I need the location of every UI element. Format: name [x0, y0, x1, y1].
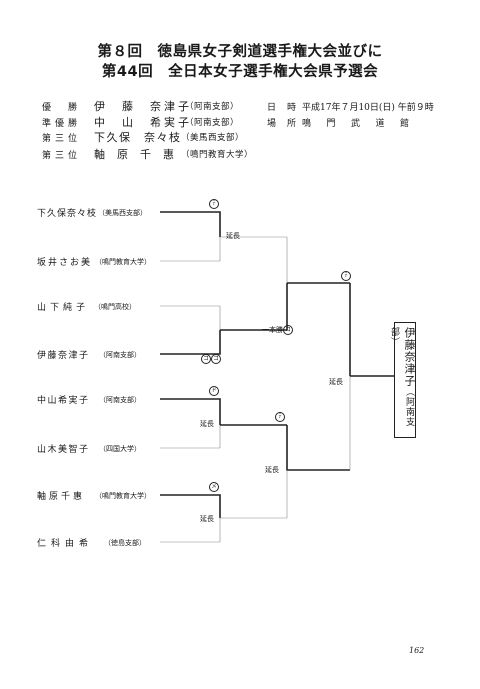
- place-value: 鳴門武道館: [302, 119, 425, 129]
- bracket-line: [160, 330, 221, 355]
- title-line-2: 第44回 全日本女子選手権大会県予選会: [101, 64, 379, 80]
- overtime-label: 延長: [200, 515, 214, 523]
- bracket-line: [160, 494, 221, 518]
- bracket-line: [160, 398, 221, 425]
- waza-mark: コ: [201, 354, 211, 364]
- player-affiliation: （徳島支部）: [104, 539, 146, 547]
- player-name: 仁科由希: [37, 539, 94, 549]
- bracket-line: [286, 425, 350, 471]
- date-value: 平成17年７月10日(日) 午前９時: [302, 103, 434, 113]
- player-affiliation: （阿南支部）: [99, 351, 141, 359]
- waza-mark: コ: [211, 354, 221, 364]
- player-name: 山下純子: [37, 303, 90, 313]
- player-name: 中山希実子: [37, 396, 90, 406]
- result-name: 軸 原 千 惠: [94, 148, 175, 161]
- date-label: 日 時: [267, 103, 298, 113]
- place-label: 場 所: [267, 119, 298, 129]
- waza-mark: ド: [209, 386, 219, 396]
- player-affiliation: （鳴門高校）: [94, 303, 136, 311]
- player-name: 山木美智子: [37, 445, 90, 455]
- bracket-line: [160, 237, 221, 262]
- overtime-label: 延長: [200, 420, 214, 428]
- result-rank: 第三位: [42, 151, 82, 161]
- player-affiliation: （美馬西支部）: [98, 209, 147, 217]
- overtime-label: 延長: [226, 232, 240, 240]
- waza-mark: ﾃ: [209, 199, 219, 209]
- bracket-line: [160, 211, 221, 237]
- waza-mark: コ: [283, 325, 293, 335]
- result-affiliation: （阿南支部）: [185, 102, 240, 112]
- result-name: 伊 藤 奈津子: [94, 100, 192, 113]
- winner-text: 伊藤奈津子（阿南支部）: [389, 327, 417, 437]
- title-line-1: 第８回 徳島県女子剣道選手権大会並びに: [97, 44, 383, 60]
- player-name: 下久保奈々枝: [37, 209, 98, 219]
- player-affiliation: （鳴門教育大学）: [95, 492, 151, 500]
- bracket-line: [160, 518, 221, 543]
- overtime-label: 延長: [265, 466, 279, 474]
- player-affiliation: （鳴門教育大学）: [95, 258, 151, 266]
- player-name: 坂井さお美: [37, 258, 93, 268]
- bracket-line: [160, 425, 221, 449]
- waza-mark: メ: [209, 482, 219, 492]
- waza-mark: ﾃ: [341, 271, 351, 281]
- result-rank: 準優勝: [42, 119, 82, 129]
- player-name: 軸原千惠: [37, 492, 86, 502]
- result-affiliation: （鳴門教育大学）: [181, 150, 254, 160]
- winner-affiliation: （阿南支部）: [389, 327, 414, 427]
- result-rank: 第三位: [42, 134, 82, 144]
- ippon-label: 一本勝: [262, 326, 283, 334]
- result-rank: 優 勝: [42, 103, 82, 113]
- page-number: 162: [409, 646, 425, 655]
- player-name: 伊藤奈津子: [37, 351, 90, 361]
- player-affiliation: （四国大学）: [99, 445, 141, 453]
- player-affiliation: （阿南支部）: [99, 396, 141, 404]
- result-affiliation: （阿南支部）: [185, 118, 240, 128]
- winner-box: 伊藤奈津子（阿南支部）: [389, 322, 417, 438]
- result-name: 中 山 希実子: [94, 116, 192, 129]
- result-name: 下久保 奈々枝: [94, 131, 182, 144]
- overtime-label: 延長: [329, 378, 343, 386]
- waza-mark: ﾃ: [275, 412, 285, 422]
- result-affiliation: （美馬西支部）: [181, 133, 245, 143]
- winner-name: 伊藤奈津子: [403, 327, 416, 387]
- bracket-line: [160, 305, 221, 330]
